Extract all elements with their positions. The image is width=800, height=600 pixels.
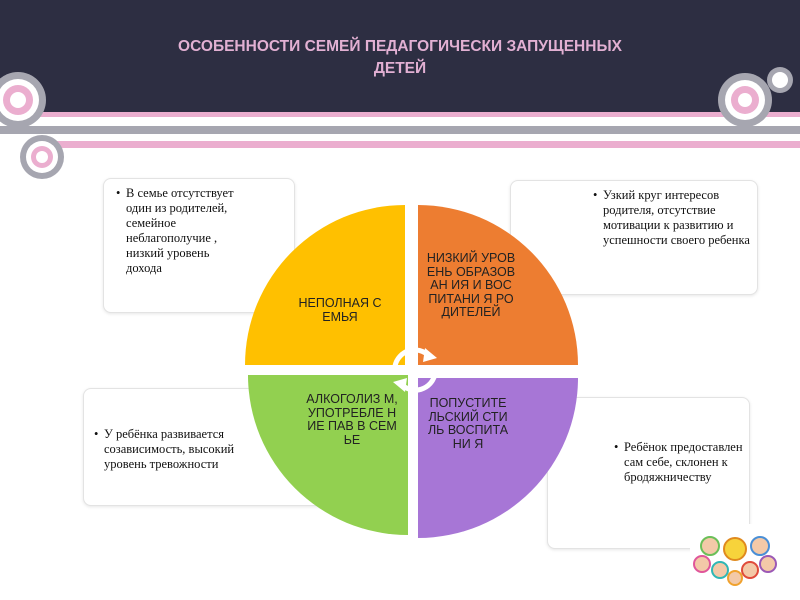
quadrant-bottom-left-text: АЛКОГОЛИЗ М, УПОТРЕБЛЕ НИЕ ПАВ В СЕМЬЕ	[306, 392, 398, 447]
quadrant-top-left-text: НЕПОЛНАЯ СЕМЬЯ	[298, 296, 382, 324]
title-line-2: ДЕТЕЙ	[373, 60, 427, 77]
left-circle-decoration	[0, 72, 46, 128]
callout-top-right-text: Узкий круг интересов родителя, отсутстви…	[593, 188, 763, 248]
quadrant-bottom-right-text: ПОПУСТИТЕ ЛЬСКИЙ СТИЛЬ ВОСПИТАНИ Я	[427, 396, 509, 451]
right-small-circle-decoration	[767, 67, 793, 93]
right-circle-decoration	[718, 73, 772, 127]
quadrant-top-right-text: НИЗКИЙ УРОВЕНЬ ОБРАЗОВАН ИЯ И ВОСПИТАНИ …	[426, 251, 516, 319]
header-band	[0, 0, 800, 112]
white-stripe	[0, 119, 800, 126]
decorative-bands	[0, 67, 800, 179]
pink-stripe	[0, 112, 800, 117]
gray-stripe	[0, 126, 800, 134]
callout-bottom-left-text: У ребёнка развивается созависимость, выс…	[94, 427, 264, 472]
pink-stripe-lower	[40, 141, 800, 148]
callout-bottom-right-text: Ребёнок предоставлен сам себе, склонен к…	[614, 440, 754, 485]
title-line-1: ОСОБЕННОСТИ СЕМЕЙ ПЕДАГОГИЧЕСКИ ЗАПУЩЕНН…	[178, 38, 622, 55]
quadrant-bottom-left: АЛКОГОЛИЗ М, УПОТРЕБЛЕ НИЕ ПАВ В СЕМЬЕ	[248, 375, 408, 535]
children-logo	[690, 524, 780, 588]
slide-title: ОСОБЕННОСТИ СЕМЕЙ ПЕДАГОГИЧЕСКИ ЗАПУЩЕНН…	[0, 36, 800, 80]
callout-top-left-text: В семье отсутствует один из родителей, с…	[116, 186, 246, 276]
cycle-arrows-icon	[392, 347, 438, 393]
callout-bottom-right: Ребёнок предоставлен сам себе, склонен к…	[547, 397, 750, 549]
left-lower-circle-decoration	[20, 135, 64, 179]
